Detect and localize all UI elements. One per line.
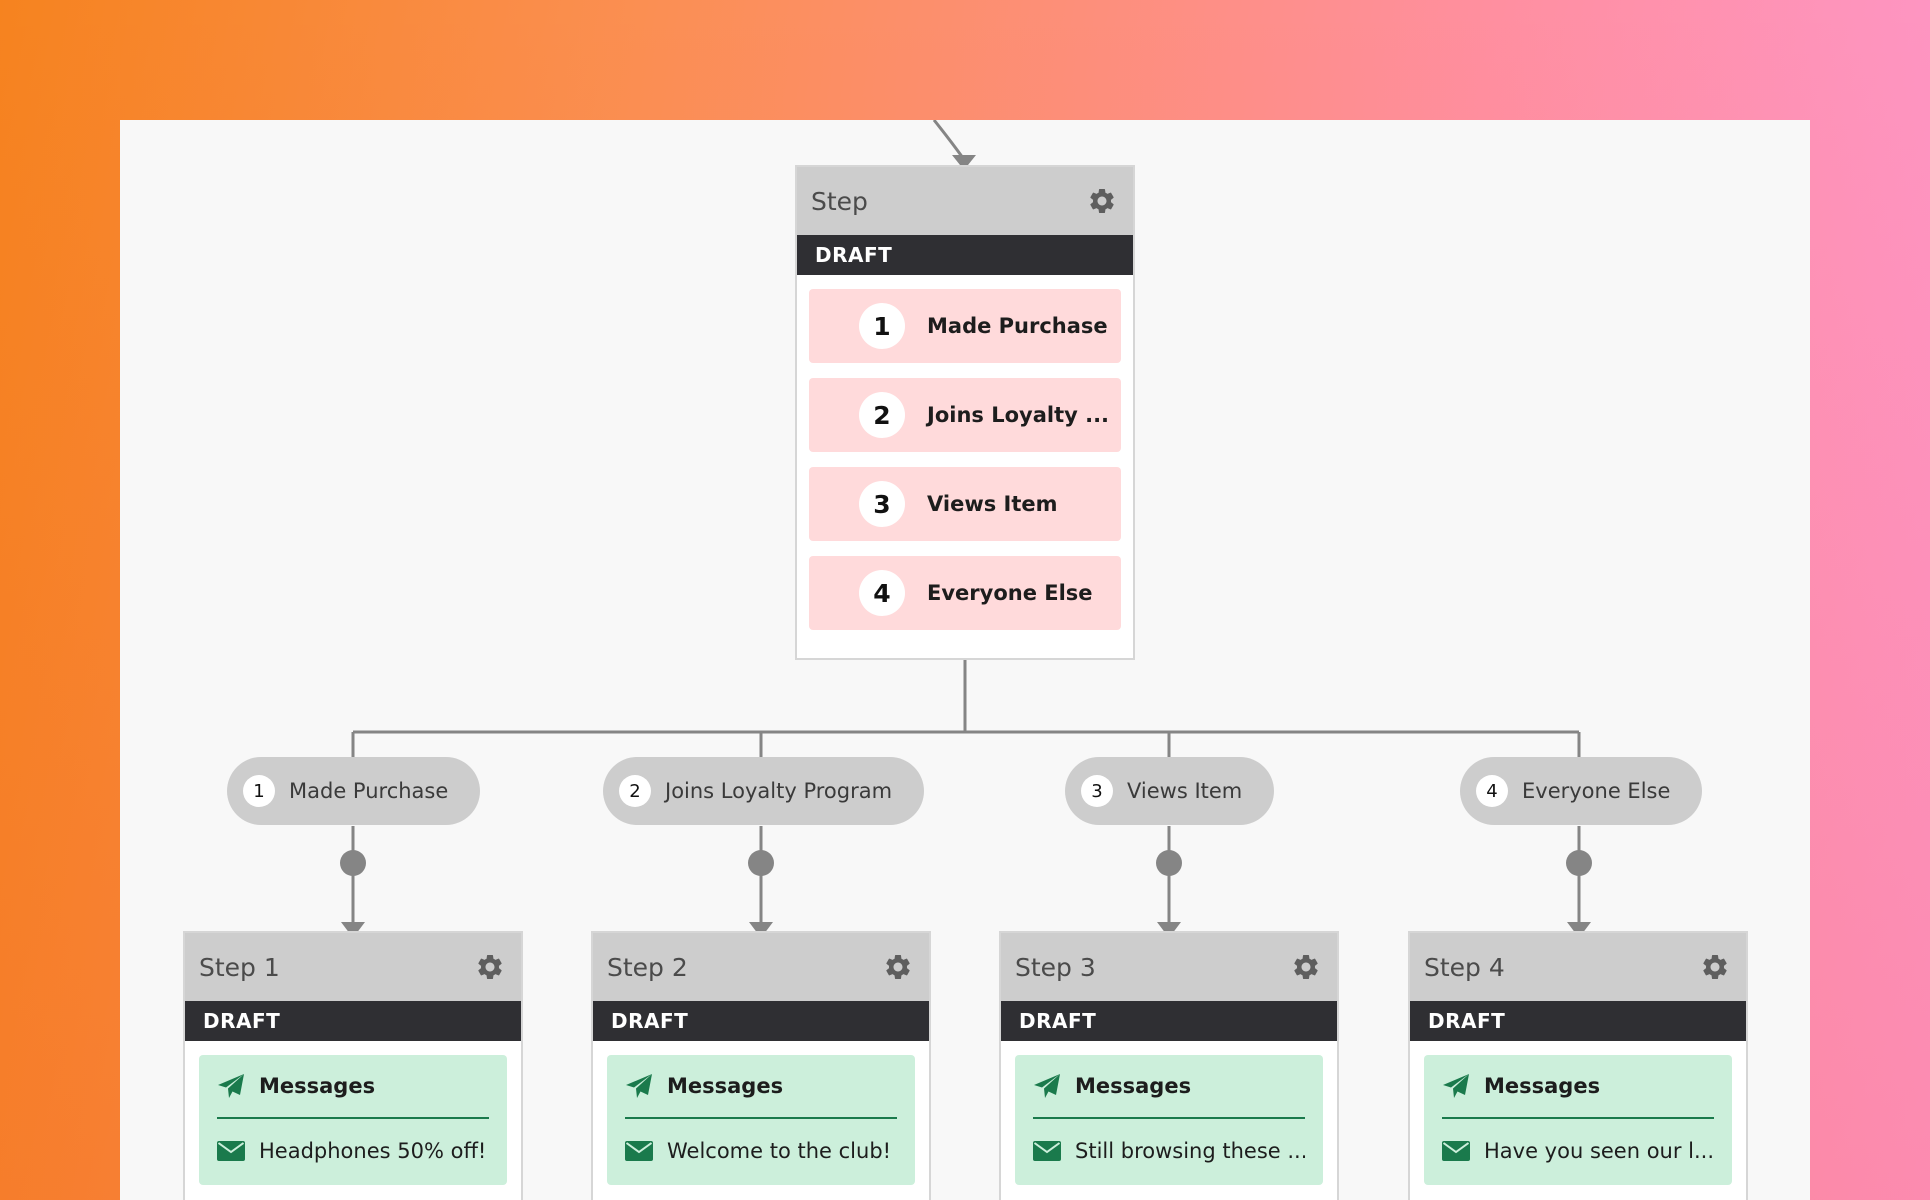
envelope-icon xyxy=(625,1141,653,1161)
messages-section[interactable]: Messages Still browsing these ... xyxy=(1015,1055,1323,1185)
status-badge: DRAFT xyxy=(1001,1001,1337,1041)
branch-4-node xyxy=(1566,850,1592,876)
messages-title: Messages xyxy=(667,1074,784,1098)
message-item[interactable]: Still browsing these ... xyxy=(1033,1119,1305,1183)
branch-label: Everyone Else xyxy=(927,581,1093,605)
branch-3-arrowhead xyxy=(1157,922,1181,938)
messages-header: Messages xyxy=(217,1055,489,1119)
pill-number: 3 xyxy=(1081,775,1113,807)
message-item[interactable]: Welcome to the club! xyxy=(625,1119,897,1183)
pill-number: 2 xyxy=(619,775,651,807)
step-title: Step 2 xyxy=(607,952,688,982)
step-title: Step 4 xyxy=(1424,952,1505,982)
branch-1-arrowhead xyxy=(341,922,365,938)
messages-header: Messages xyxy=(625,1055,897,1119)
step-title: Step 3 xyxy=(1015,952,1096,982)
branch-pill-1[interactable]: 1 Made Purchase xyxy=(227,757,481,825)
branch-3-node xyxy=(1156,850,1182,876)
gear-icon[interactable] xyxy=(883,952,913,982)
status-badge: DRAFT xyxy=(1410,1001,1746,1041)
split-step-header: Step xyxy=(797,167,1133,235)
pill-number: 1 xyxy=(243,775,275,807)
pill-label: Made Purchase xyxy=(289,779,449,803)
status-badge: DRAFT xyxy=(593,1001,929,1041)
journey-canvas[interactable]: Step DRAFT 1 Made Purchase 2 Joins Loyal… xyxy=(120,120,1810,1200)
step-header: Step 2 xyxy=(593,933,929,1001)
messages-header: Messages xyxy=(1442,1055,1714,1119)
step-header: Step 3 xyxy=(1001,933,1337,1001)
messages-section[interactable]: Messages Welcome to the club! xyxy=(607,1055,915,1185)
branch-number: 2 xyxy=(859,392,905,438)
branch-number: 1 xyxy=(859,303,905,349)
messages-section[interactable]: Messages Have you seen our l... xyxy=(1424,1055,1732,1185)
messages-title: Messages xyxy=(259,1074,376,1098)
step-card-3[interactable]: Step 3 DRAFT Messages Still browsing the… xyxy=(999,931,1339,1200)
branch-pill-4[interactable]: 4 Everyone Else xyxy=(1460,757,1703,825)
send-icon xyxy=(218,1074,244,1098)
pill-number: 4 xyxy=(1476,775,1508,807)
message-item[interactable]: Headphones 50% off! xyxy=(217,1119,489,1183)
branch-pill-3[interactable]: 3 Views Item xyxy=(1065,757,1275,825)
step-card-1[interactable]: Step 1 DRAFT Messages Headphones 50% off… xyxy=(183,931,523,1200)
message-name: Have you seen our l... xyxy=(1484,1139,1714,1163)
messages-section[interactable]: Messages Headphones 50% off! xyxy=(199,1055,507,1185)
branch-label: Made Purchase xyxy=(927,314,1108,338)
branch-row[interactable]: 1 Made Purchase xyxy=(809,289,1121,363)
branch-number: 4 xyxy=(859,570,905,616)
pill-label: Joins Loyalty Program xyxy=(665,779,893,803)
gear-icon[interactable] xyxy=(1087,186,1117,216)
flow-connectors xyxy=(340,120,1592,938)
gear-icon[interactable] xyxy=(1700,952,1730,982)
message-name: Still browsing these ... xyxy=(1075,1139,1305,1163)
branch-row[interactable]: 2 Joins Loyalty ... xyxy=(809,378,1121,452)
step-header: Step 4 xyxy=(1410,933,1746,1001)
step-card-4[interactable]: Step 4 DRAFT Messages Have you seen our … xyxy=(1408,931,1748,1200)
branch-1-node xyxy=(340,850,366,876)
messages-header: Messages xyxy=(1033,1055,1305,1119)
message-name: Welcome to the club! xyxy=(667,1139,892,1163)
branch-2-node xyxy=(748,850,774,876)
branch-label: Joins Loyalty ... xyxy=(927,403,1110,427)
messages-title: Messages xyxy=(1484,1074,1601,1098)
gear-icon[interactable] xyxy=(475,952,505,982)
messages-title: Messages xyxy=(1075,1074,1192,1098)
branch-label: Views Item xyxy=(927,492,1058,516)
send-icon xyxy=(1443,1074,1469,1098)
branch-row[interactable]: 4 Everyone Else xyxy=(809,556,1121,630)
gear-icon[interactable] xyxy=(1291,952,1321,982)
status-badge: DRAFT xyxy=(185,1001,521,1041)
step-card-2[interactable]: Step 2 DRAFT Messages Welcome to the clu… xyxy=(591,931,931,1200)
incoming-connector xyxy=(932,120,965,159)
status-badge: DRAFT xyxy=(797,235,1133,275)
split-step-card[interactable]: Step DRAFT 1 Made Purchase 2 Joins Loyal… xyxy=(795,165,1135,660)
step-title: Step 1 xyxy=(199,952,280,982)
split-step-title: Step xyxy=(811,186,868,216)
pill-label: Views Item xyxy=(1127,779,1243,803)
incoming-arrowhead xyxy=(952,155,976,170)
step-header: Step 1 xyxy=(185,933,521,1001)
envelope-icon xyxy=(1442,1141,1470,1161)
branch-list: 1 Made Purchase 2 Joins Loyalty ... 3 Vi… xyxy=(797,275,1133,658)
pill-label: Everyone Else xyxy=(1522,779,1671,803)
message-name: Headphones 50% off! xyxy=(259,1139,487,1163)
branch-row[interactable]: 3 Views Item xyxy=(809,467,1121,541)
branch-pill-2[interactable]: 2 Joins Loyalty Program xyxy=(603,757,925,825)
send-icon xyxy=(626,1074,652,1098)
branch-2-arrowhead xyxy=(749,922,773,938)
branch-number: 3 xyxy=(859,481,905,527)
send-icon xyxy=(1034,1074,1060,1098)
message-item[interactable]: Have you seen our l... xyxy=(1442,1119,1714,1183)
envelope-icon xyxy=(1033,1141,1061,1161)
branch-4-arrowhead xyxy=(1567,922,1591,938)
envelope-icon xyxy=(217,1141,245,1161)
